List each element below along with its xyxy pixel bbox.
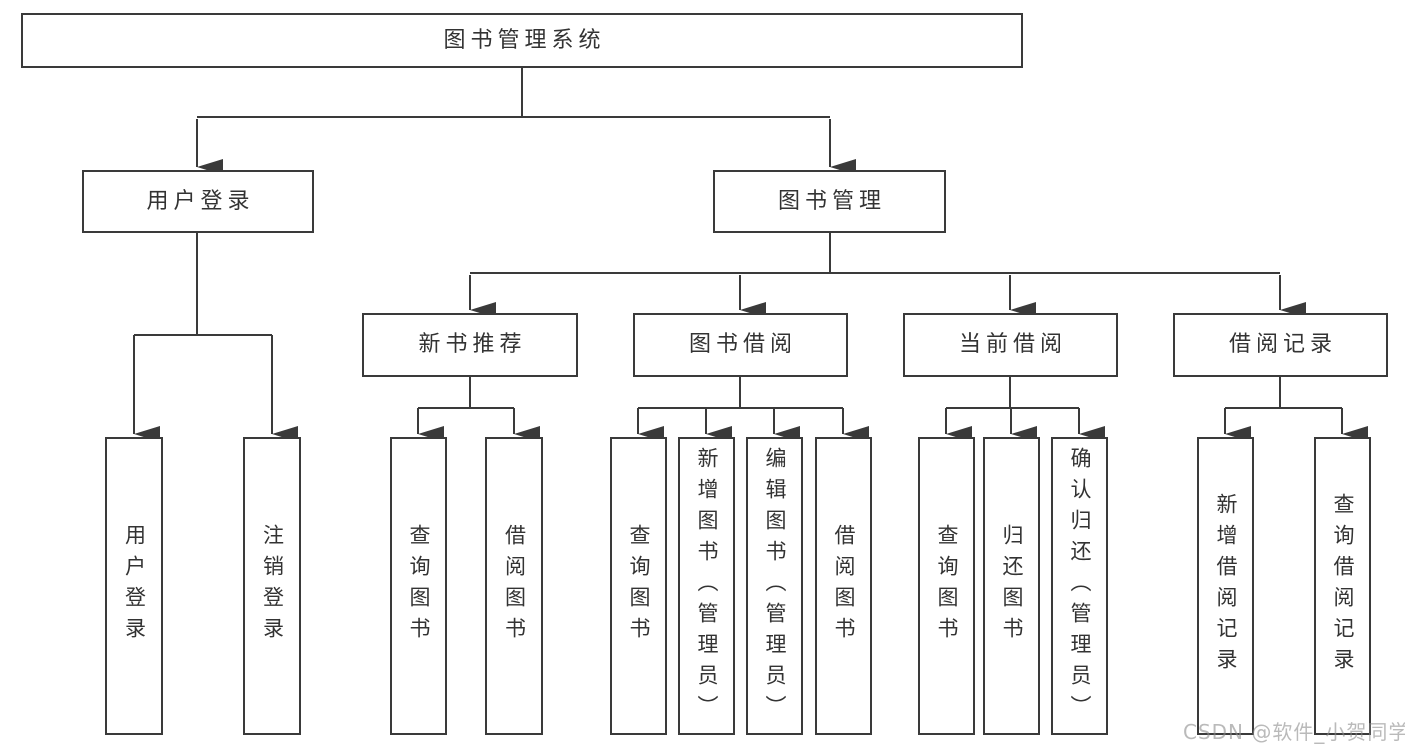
leaf-borrow-books-recommend: 借阅图书 [485,437,543,735]
node-book-borrowing: 图书借阅 [633,313,848,377]
leaf-add-book-admin-label: 新增图书（管理员） [695,446,719,726]
leaf-query-books-current: 查询图书 [918,437,975,735]
leaf-borrow-books-borrowing-label: 借阅图书 [832,524,856,648]
node-user-login: 用户登录 [82,170,314,233]
node-current-borrowing: 当前借阅 [903,313,1118,377]
node-book-management: 图书管理 [713,170,946,233]
leaf-confirm-return-admin: 确认归还（管理员） [1051,437,1108,735]
leaf-add-borrow-record: 新增借阅记录 [1197,437,1254,735]
leaf-query-books-current-label: 查询图书 [935,524,959,648]
leaf-user-login: 用户登录 [105,437,163,735]
connector-user-login-children [133,233,298,442]
leaf-add-borrow-record-label: 新增借阅记录 [1214,493,1238,679]
node-book-management-label: 图书管理 [777,188,886,214]
node-borrowing-records-label: 借阅记录 [1228,332,1337,357]
watermark-text: CSDN @软件_小贺同学 [1183,720,1405,744]
leaf-edit-book-admin: 编辑图书（管理员） [746,437,803,735]
leaf-confirm-return-admin-label: 确认归还（管理员） [1068,446,1092,726]
connector-new-book-recommend-children [417,377,540,442]
leaf-return-book-label: 归还图书 [1000,524,1024,648]
node-new-book-recommend-label: 新书推荐 [418,332,527,357]
connector-root-to-level2 [196,68,856,175]
node-new-book-recommend: 新书推荐 [362,313,578,377]
leaf-edit-book-admin-label: 编辑图书（管理员） [763,446,787,726]
leaf-query-books-borrowing: 查询图书 [610,437,667,735]
node-root: 图书管理系统 [21,13,1023,68]
leaf-query-borrow-record-label: 查询借阅记录 [1331,493,1355,679]
leaf-borrow-books-borrowing: 借阅图书 [815,437,872,735]
node-borrowing-records: 借阅记录 [1173,313,1388,377]
connector-book-borrowing-children [637,377,869,442]
leaf-borrow-books-recommend-label: 借阅图书 [502,524,527,648]
node-root-label: 图书管理系统 [443,27,606,53]
leaf-query-books-recommend: 查询图书 [390,437,447,735]
leaf-logout: 注销登录 [243,437,301,735]
connector-borrowing-records-children [1224,377,1368,442]
leaf-logout-label: 注销登录 [260,524,285,648]
leaf-return-book: 归还图书 [983,437,1040,735]
node-user-login-label: 用户登录 [146,188,255,214]
leaf-query-books-borrowing-label: 查询图书 [627,524,651,648]
connector-current-borrowing-children [945,377,1105,442]
node-book-borrowing-label: 图书借阅 [688,332,797,357]
leaf-query-borrow-record: 查询借阅记录 [1314,437,1371,735]
leaf-add-book-admin: 新增图书（管理员） [678,437,735,735]
connector-book-management-to-level3 [469,233,1306,318]
node-current-borrowing-label: 当前借阅 [958,332,1067,357]
leaf-query-books-recommend-label: 查询图书 [407,524,431,648]
leaf-user-login-label: 用户登录 [122,524,147,648]
